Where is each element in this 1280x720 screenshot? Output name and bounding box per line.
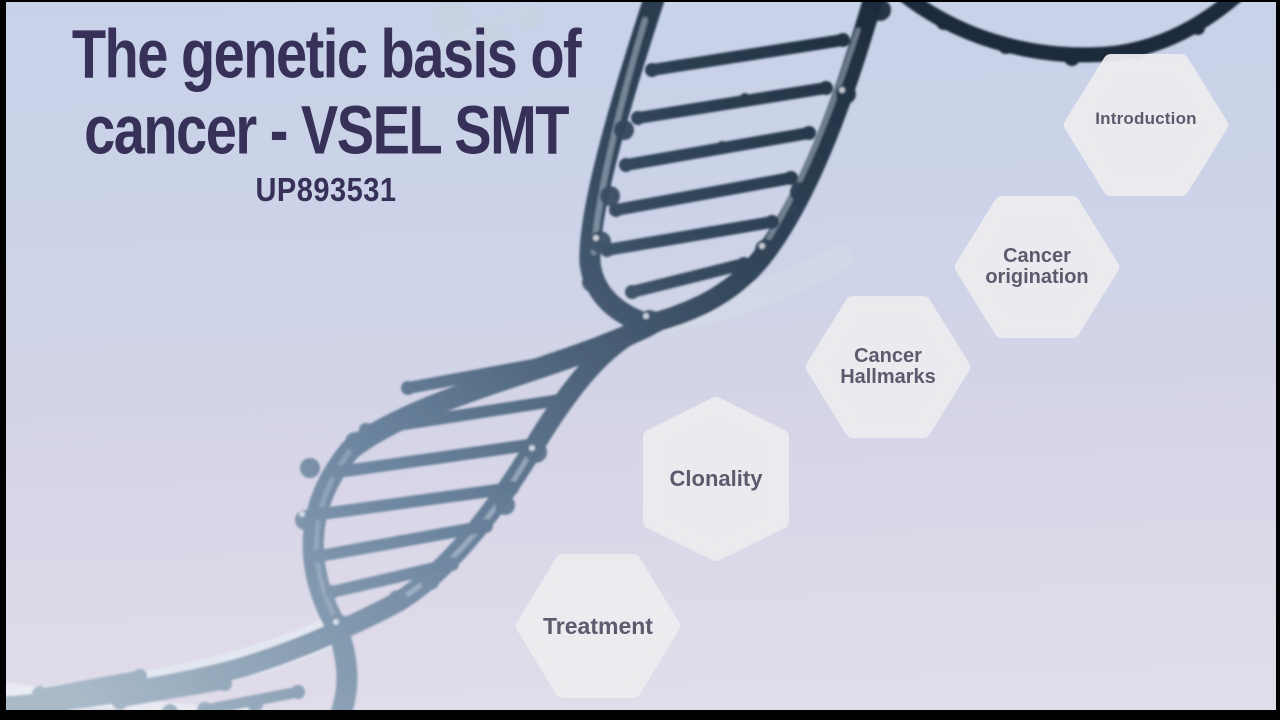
slide-title-line2: cancer - VSEL SMT (84, 91, 569, 169)
nav-hex-label: Cancer origination (985, 245, 1089, 288)
letterbox-bar-top (0, 0, 1280, 2)
letterbox-bar-left (0, 0, 6, 720)
hexagon-shape (1064, 54, 1228, 196)
slide-title-line1: The genetic basis of (71, 15, 582, 93)
nav-hex-cancer-origination[interactable]: Cancer origination (955, 194, 1119, 340)
hexagon-shape (516, 554, 680, 698)
nav-hex-cancer-hallmarks[interactable]: Cancer Hallmarks (806, 294, 970, 440)
nav-hex-label: Introduction (1095, 109, 1197, 128)
nav-hex-label: Clonality (669, 466, 763, 491)
nav-hex-clonality[interactable]: Clonality (643, 396, 789, 562)
letterbox-bar-right (1276, 0, 1280, 720)
nav-hex-label: Cancer Hallmarks (840, 345, 936, 388)
nav-hex-treatment[interactable]: Treatment (516, 552, 680, 700)
hexagon-shape (643, 397, 789, 561)
nav-hex-introduction[interactable]: Introduction (1064, 52, 1228, 198)
letterbox-bar-bottom (0, 710, 1280, 720)
slide-subtitle-id: UP893531 (255, 172, 397, 209)
nav-hex-label: Treatment (543, 612, 653, 639)
hexagon-shape (806, 296, 970, 438)
hexagon-shape (955, 196, 1119, 338)
